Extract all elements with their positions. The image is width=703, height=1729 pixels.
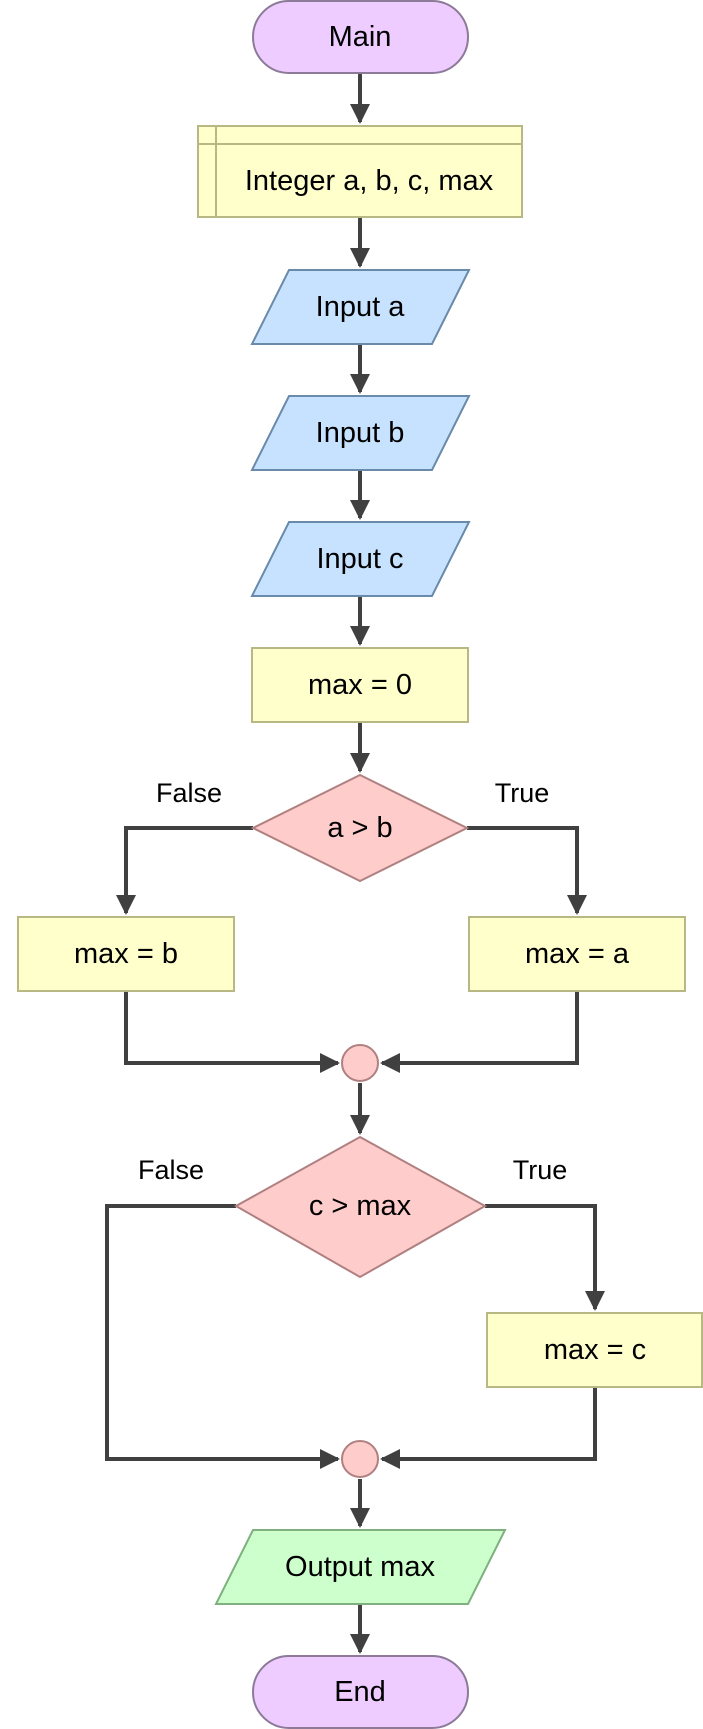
decision-ab-shape: [250, 773, 470, 883]
edge-ab-false: [116, 826, 253, 915]
decision-ab-true-label: True: [495, 778, 550, 808]
output-max-shape: [214, 1529, 507, 1605]
input-a-label: Input a: [316, 291, 406, 323]
input-b-shape: [250, 395, 471, 471]
decision-cmax-node: c > max: [233, 1135, 488, 1279]
assign-max0-label: max = 0: [308, 669, 412, 701]
assign-max0-node: max = 0: [251, 647, 469, 723]
edge-max-c-merge: [380, 1387, 597, 1469]
edge-max-b-merge: [124, 991, 340, 1073]
decision-cmax-label: c > max: [309, 1190, 412, 1222]
declare-box-label: Integer a, b, c, max: [245, 165, 494, 197]
edge-cmax-false: [105, 1204, 340, 1469]
assign-max-a-shape: [468, 916, 686, 992]
assign-max-a-node: max = a: [468, 916, 686, 992]
input-a-node: Input a: [250, 269, 471, 345]
decision-cmax-true-label: True: [513, 1155, 568, 1185]
declare-box-shape: [197, 125, 523, 218]
edge-cmax-true: [485, 1204, 605, 1311]
merge-connector-1: [341, 1044, 379, 1082]
assign-max-c-node: max = c: [486, 1312, 703, 1388]
input-a-shape: [250, 269, 471, 345]
assign-max-c-label: max = c: [544, 1334, 646, 1366]
decision-ab-false-label: False: [156, 778, 222, 808]
input-c-node: Input c: [250, 521, 471, 597]
decision-ab-node: a > b: [250, 773, 470, 883]
decision-ab-label: a > b: [327, 812, 392, 844]
edge-max-a-merge: [380, 991, 579, 1073]
assign-max-b-label: max = b: [74, 938, 178, 970]
output-max-label: Output max: [285, 1551, 435, 1583]
end-terminal-shape: [252, 1655, 469, 1729]
flow-lines: [105, 73, 605, 1654]
assign-max0-shape: [251, 647, 469, 723]
assign-max-c-shape: [486, 1312, 703, 1388]
start-terminal: Main: [252, 0, 469, 74]
start-terminal-label: Main: [329, 21, 392, 53]
assign-max-b-shape: [17, 916, 235, 992]
edge-ab-true: [467, 826, 587, 915]
end-terminal: End: [252, 1655, 469, 1729]
input-b-node: Input b: [250, 395, 471, 471]
input-c-shape: [250, 521, 471, 597]
start-terminal-shape: [252, 0, 469, 74]
decision-cmax-shape: [233, 1135, 488, 1279]
merge-connector-2: [341, 1440, 379, 1478]
input-b-label: Input b: [316, 417, 405, 449]
output-max-node: Output max: [214, 1529, 507, 1605]
assign-max-a-label: max = a: [525, 938, 630, 970]
input-c-label: Input c: [316, 543, 403, 575]
assign-max-b-node: max = b: [17, 916, 235, 992]
declare-box: Integer a, b, c, max: [197, 125, 523, 218]
end-terminal-label: End: [334, 1676, 386, 1708]
decision-cmax-false-label: False: [138, 1155, 204, 1185]
